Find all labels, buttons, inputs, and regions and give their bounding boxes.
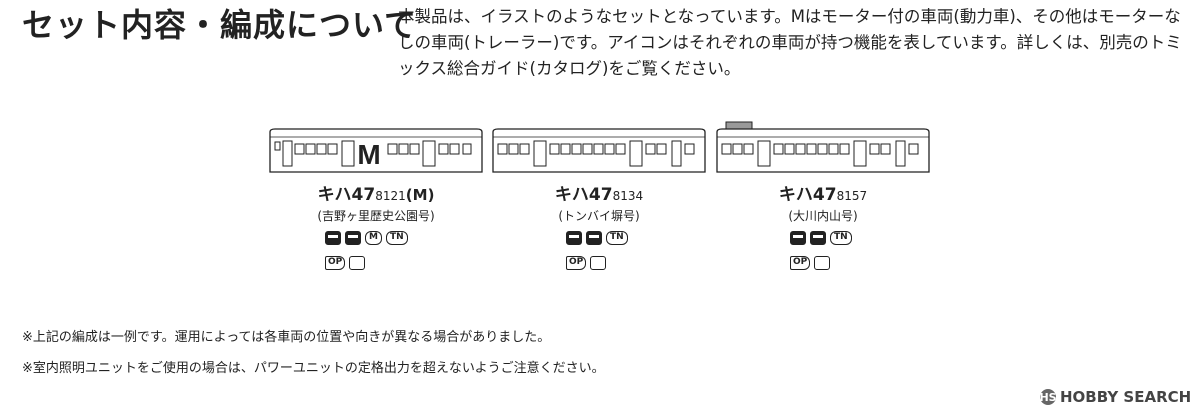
motor-icon: M <box>365 231 382 245</box>
note-interior-light: ※室内照明ユニットをご使用の場合は、パワーユニットの定格出力を超えないようご注意… <box>22 361 605 376</box>
page-title: セット内容・編成について <box>22 6 418 44</box>
interior-light-icon <box>590 256 607 270</box>
headlight-icon <box>325 231 341 245</box>
taillight-icon <box>810 231 826 245</box>
car-nickname: (トンバイ塀号) <box>558 209 640 223</box>
feature-icons-row-2: OP <box>790 256 831 270</box>
car-name: キハ478121(M) <box>267 180 485 205</box>
taillight-icon <box>345 231 361 245</box>
tn-coupler-icon: TN <box>830 231 852 245</box>
car-number: 8134 <box>612 189 644 203</box>
car-name: キハ478157 <box>714 180 932 205</box>
car-number: 8121 <box>375 189 406 203</box>
headlight-icon <box>566 231 582 245</box>
train-car-illustration: M <box>269 128 483 173</box>
train-car-illustration <box>716 121 930 173</box>
op-icon: OP <box>325 256 346 270</box>
feature-icons-row-1: TN <box>566 231 628 245</box>
op-icon: OP <box>790 256 811 270</box>
tn-coupler-icon: TN <box>606 231 628 245</box>
car-nickname: (大川内山号) <box>788 209 858 223</box>
taillight-icon <box>586 231 602 245</box>
feature-icons-row-2: OP <box>325 256 366 270</box>
headlight-icon <box>790 231 806 245</box>
car-motor-tag: (M) <box>405 186 435 204</box>
feature-icons-row-1: M TN <box>325 231 408 245</box>
train-car-1: M キハ478121(M) (吉野ヶ里歴史公園号) <box>267 128 485 224</box>
car-model: キハ47 <box>317 185 376 205</box>
train-car-2: キハ478134 (トンバイ塀号) <box>490 128 708 224</box>
hobby-search-logo-icon: HS <box>1039 389 1057 405</box>
train-car-3: キハ478157 (大川内山号) <box>714 121 932 224</box>
car-number: 8157 <box>836 189 868 203</box>
car-nickname: (吉野ヶ里歴史公園号) <box>317 209 435 223</box>
car-model: キハ47 <box>554 185 613 205</box>
interior-light-icon <box>814 256 831 270</box>
feature-icons-row-2: OP <box>566 256 607 270</box>
op-icon: OP <box>566 256 587 270</box>
watermark-text: HOBBY SEARCH <box>1060 388 1192 406</box>
feature-icons-row-1: TN <box>790 231 852 245</box>
car-model: キハ47 <box>778 185 837 205</box>
note-formation: ※上記の編成は一例です。運用によっては各車両の位置や向きが異なる場合がありました… <box>22 330 551 345</box>
interior-light-icon <box>349 256 366 270</box>
description-text: 本製品は、イラストのようなセットとなっています。Mはモーター付の車両(動力車)、… <box>398 7 1182 78</box>
train-car-illustration <box>492 128 706 173</box>
motor-mark: M <box>357 139 380 170</box>
tn-coupler-icon: TN <box>385 231 408 245</box>
car-name: キハ478134 <box>490 180 708 205</box>
watermark-logo: HS HOBBY SEARCH <box>1039 388 1192 406</box>
